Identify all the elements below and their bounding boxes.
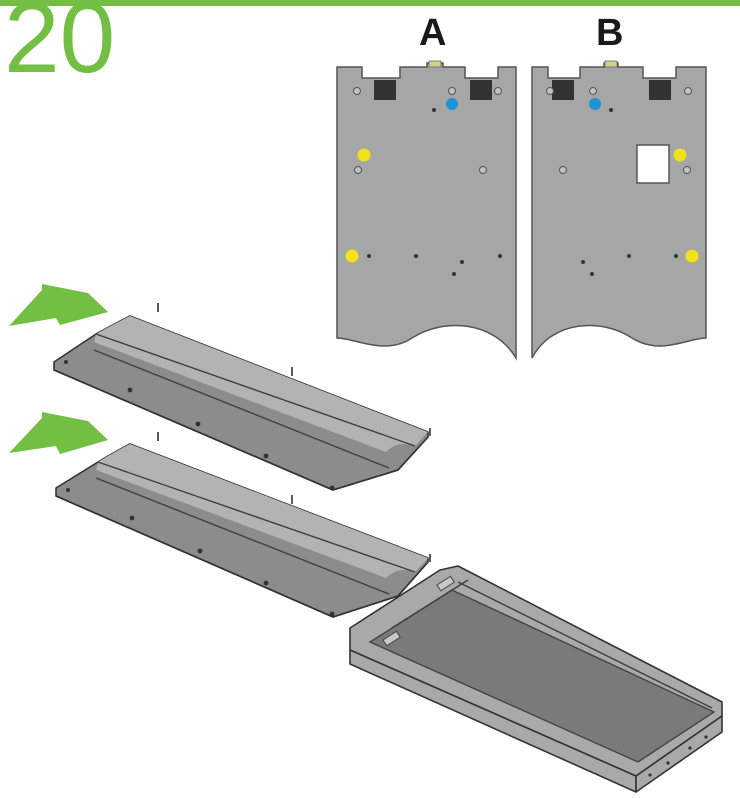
panel-b-small-hole: [674, 254, 678, 258]
panel-b-small-hole: [581, 260, 585, 264]
panel-a-small-hole: [452, 272, 456, 276]
panel-a-screw-hole: [448, 87, 456, 95]
shelf-plate-lower-highlight: [96, 444, 428, 578]
panel-b-blue-marker: [589, 98, 601, 110]
panel-b-slot-left: [552, 80, 574, 100]
panel-a-screw-hole: [353, 87, 361, 95]
panel-b-slot-right: [649, 80, 671, 100]
top-accent-bar: [0, 0, 740, 6]
shelf-plate-upper-highlight: [94, 316, 428, 452]
panel-a-small-hole: [498, 254, 502, 258]
base-tray-end: [635, 715, 723, 793]
panel-b-top-tab: [604, 60, 618, 68]
panel-a-small-hole: [414, 254, 418, 258]
panel-b-screw-hole: [589, 87, 597, 95]
panel-a-screw-hole: [494, 87, 502, 95]
side-panel-a: [336, 60, 517, 361]
panel-b-screw-hole: [684, 87, 692, 95]
side-panel-b-body: [531, 62, 707, 359]
panel-b-small-hole: [627, 254, 631, 258]
panel-a-blue-marker: [446, 98, 458, 110]
step-number: 20: [4, 0, 116, 94]
panel-a-label: A: [419, 12, 447, 54]
side-panel-a-body: [336, 62, 517, 361]
panel-b-small-hole: [590, 272, 594, 276]
panel-a-screw-hole: [479, 166, 487, 174]
panel-b-window: [636, 144, 670, 184]
arrow-left-icon: [9, 412, 108, 454]
panel-a-small-hole: [460, 260, 464, 264]
panel-b-small-hole: [609, 108, 613, 112]
panel-b-screw-hole: [683, 166, 691, 174]
panel-b-yellow-marker: [673, 148, 687, 162]
panel-b-screw-hole: [559, 166, 567, 174]
shelf-plate-upper: [53, 303, 431, 491]
panel-a-slot-right: [470, 80, 492, 100]
panel-b-label: B: [596, 12, 624, 54]
base-tray: [349, 565, 723, 793]
panel-a-top-tab: [428, 60, 442, 68]
panel-a-slot-left: [374, 80, 396, 100]
panel-a-screw-hole: [354, 166, 362, 174]
panel-b-yellow-marker: [685, 249, 699, 263]
arrow-left-icon: [9, 284, 108, 326]
panel-a-yellow-marker: [357, 148, 371, 162]
panel-a-small-hole: [432, 108, 436, 112]
shelf-plate-lower: [55, 432, 431, 618]
panel-a-small-hole: [367, 254, 371, 258]
panel-a-yellow-marker: [345, 249, 359, 263]
panel-b-screw-hole: [546, 87, 554, 95]
side-panel-b: [531, 60, 707, 359]
